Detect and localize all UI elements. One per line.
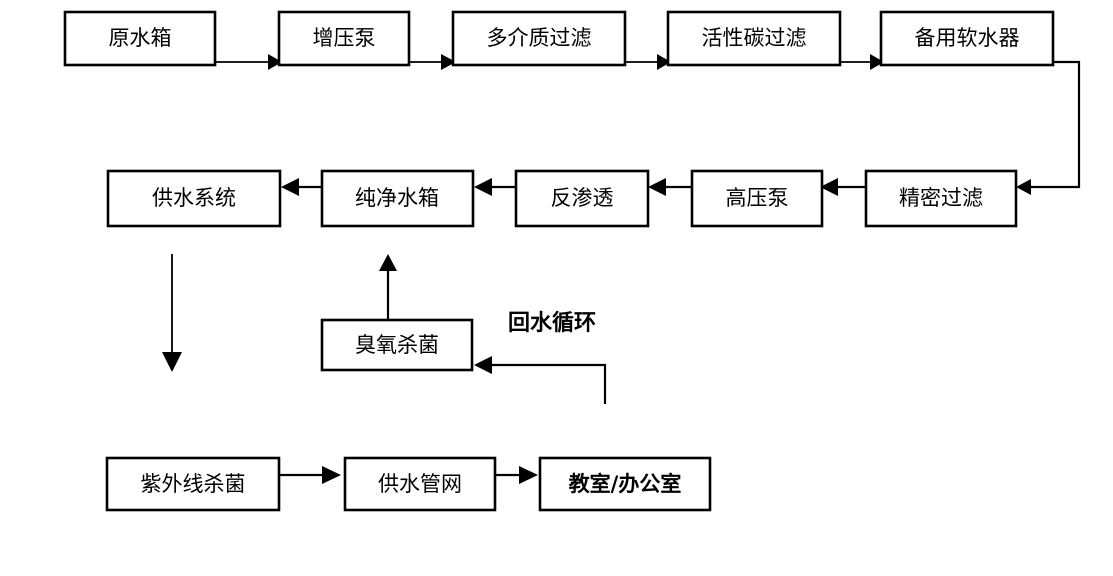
node-label-supply-pipe-network: 供水管网 <box>378 472 462 496</box>
edge-pipe-to-classroom <box>495 466 538 484</box>
node-label-classroom-office: 教室/办公室 <box>569 472 682 496</box>
node-label-multimedia-filter: 多介质过滤 <box>487 26 592 50</box>
return-water-loop-label: 回水循环 <box>508 310 596 336</box>
node-water-supply-system[interactable]: 供水系统 <box>106 169 282 228</box>
node-precision-filter[interactable]: 精密过滤 <box>864 169 1018 228</box>
node-pure-water-tank[interactable]: 纯净水箱 <box>320 169 475 228</box>
node-high-pressure-pump[interactable]: 高压泵 <box>690 169 824 228</box>
node-label-precision-filter: 精密过滤 <box>899 186 983 210</box>
edge-precision-to-hp-pump <box>820 178 866 196</box>
node-booster-pump[interactable]: 增压泵 <box>277 10 411 67</box>
node-uv-sterilizer[interactable]: 紫外线杀菌 <box>105 456 281 512</box>
node-activated-carbon-filter[interactable]: 活性碳过滤 <box>666 10 842 67</box>
node-label-pure-water-tank: 纯净水箱 <box>355 186 439 210</box>
edge-supply-to-uv <box>162 254 182 372</box>
node-label-reverse-osmosis: 反渗透 <box>551 186 614 210</box>
edge-carbon-to-softener <box>840 54 884 70</box>
edge-booster-to-multimedia <box>409 54 456 70</box>
edge-return-to-ozone <box>474 356 607 404</box>
edge-uv-to-pipe-network <box>279 466 341 484</box>
edge-multimedia-to-carbon <box>625 54 671 70</box>
edge-ozone-to-pure-tank <box>379 254 397 320</box>
node-raw-water-tank[interactable]: 原水箱 <box>63 10 217 67</box>
node-ozone-sterilizer[interactable]: 臭氧杀菌 <box>320 318 474 372</box>
edge-softener-to-precision <box>1016 60 1081 195</box>
node-label-raw-water-tank: 原水箱 <box>109 26 172 50</box>
edge-hp-pump-to-ro <box>648 178 692 196</box>
node-reverse-osmosis[interactable]: 反渗透 <box>514 169 650 228</box>
node-multimedia-filter[interactable]: 多介质过滤 <box>451 10 627 67</box>
node-backup-softener[interactable]: 备用软水器 <box>879 10 1055 67</box>
node-label-high-pressure-pump: 高压泵 <box>726 186 789 210</box>
edge-pure-tank-to-supply <box>281 178 322 196</box>
node-classroom-office[interactable]: 教室/办公室 <box>538 456 712 512</box>
node-label-backup-softener: 备用软水器 <box>915 26 1020 50</box>
edge-ro-to-pure-tank <box>474 178 516 196</box>
edge-raw-to-booster <box>215 54 282 70</box>
node-label-ozone-sterilizer: 臭氧杀菌 <box>355 333 439 357</box>
node-label-water-supply-system: 供水系统 <box>152 186 236 210</box>
node-label-uv-sterilizer: 紫外线杀菌 <box>141 472 246 496</box>
node-label-activated-carbon-filter: 活性碳过滤 <box>702 26 807 50</box>
node-label-booster-pump: 增压泵 <box>313 26 376 50</box>
node-supply-pipe-network[interactable]: 供水管网 <box>343 456 497 512</box>
